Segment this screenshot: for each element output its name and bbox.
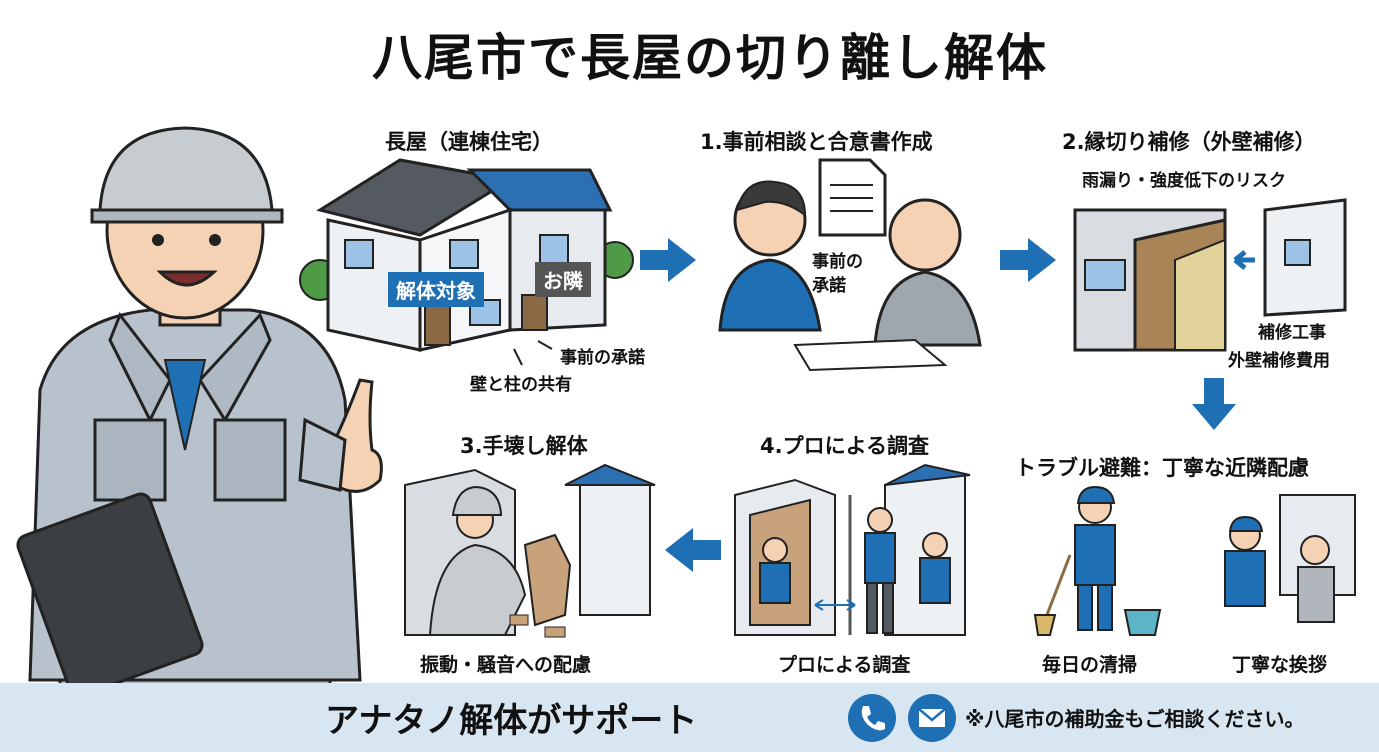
mail-icon[interactable] (908, 694, 956, 742)
nagaya-house-illustration (299, 158, 634, 352)
footer-subsidy-note: ※八尾市の補助金もご相談ください。 (965, 707, 1305, 731)
step1-note: 事前の 承諾 (812, 252, 863, 296)
step2-repair-note: 補修工事 (1258, 323, 1326, 343)
trouble-title: トラブル避難：丁寧な近隣配慮 (1015, 456, 1309, 480)
page-title: 八尾市で長屋の切り離し解体 (372, 29, 1048, 87)
survey-illustration (734, 463, 971, 636)
step4-title: 4.プロによる調査 (760, 434, 929, 458)
step2-cost-note: 外壁補修費用 (1228, 351, 1330, 371)
consultation-illustration (718, 158, 982, 372)
nagaya-title: 長屋（連棟住宅） (385, 130, 553, 154)
greeting-illustration (1224, 494, 1356, 623)
step3-caption: 振動・騒音への配慮 (420, 654, 592, 676)
manual-demolition-illustration (404, 463, 656, 638)
footer-bar (0, 683, 1379, 752)
wall-repair-illustration (1073, 198, 1347, 352)
tag-demolish: 解体対象 (388, 272, 484, 307)
step1-title: 1.事前相談と合意書作成 (700, 130, 933, 154)
step3-title: 3.手壊し解体 (460, 434, 588, 458)
arrow-right-icon (640, 238, 696, 282)
step4-caption: プロによる調査 (778, 654, 911, 676)
step2-risk-note: 雨漏り・強度低下のリスク (1082, 171, 1286, 191)
arrow-down-icon (1192, 378, 1236, 430)
phone-icon[interactable] (848, 694, 896, 742)
caption-daily-cleaning: 毎日の清掃 (1042, 654, 1138, 676)
arrow-left-icon (665, 528, 721, 572)
arrow-right-icon (1000, 238, 1056, 282)
note-consent: 事前の承諾 (560, 348, 645, 368)
caption-polite-greeting: 丁寧な挨拶 (1232, 654, 1328, 676)
step2-title: 2.縁切り補修（外壁補修） (1062, 130, 1316, 154)
footer-support-text: アナタノ解体がサポート (325, 701, 698, 741)
cleaning-worker-illustration (1033, 485, 1162, 636)
note-shared-wall: 壁と柱の共有 (470, 375, 572, 395)
pointer-arrows (513, 340, 553, 366)
tag-neighbor: お隣 (535, 262, 591, 297)
